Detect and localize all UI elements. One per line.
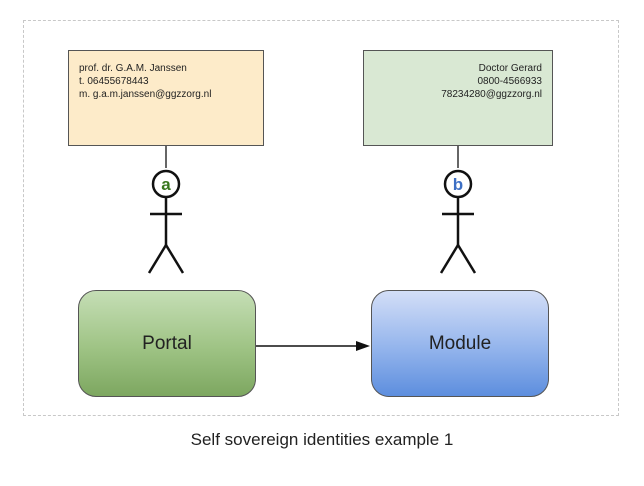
identity-card-b-name: Doctor Gerard (478, 63, 542, 74)
identity-card-a-phone: t. 06455678443 (79, 76, 149, 87)
identity-card-b: Doctor Gerard 0800-4566933 78234280@ggzz… (363, 50, 553, 146)
arrow-head-icon (356, 341, 370, 351)
figure-caption: Self sovereign identities example 1 (190, 430, 454, 449)
identity-card-a: prof. dr. G.A.M. Janssen t. 06455678443 … (68, 50, 264, 146)
actor-a-badge: a (161, 175, 171, 194)
actor-b-body (439, 197, 477, 274)
actor-b-badge: b (453, 175, 463, 194)
portal-label: Portal (142, 332, 192, 354)
module-label: Module (428, 332, 492, 354)
diagram-frame (23, 20, 619, 416)
actor-a-body (147, 197, 185, 274)
module-box: Module (371, 290, 549, 397)
portal-box: Portal (78, 290, 256, 397)
identity-card-a-name: prof. dr. G.A.M. Janssen (79, 63, 187, 74)
identity-card-a-email: m. g.a.m.janssen@ggzzorg.nl (79, 89, 212, 100)
identity-card-b-phone: 0800-4566933 (477, 76, 542, 87)
identity-card-b-email: 78234280@ggzzorg.nl (441, 89, 542, 100)
